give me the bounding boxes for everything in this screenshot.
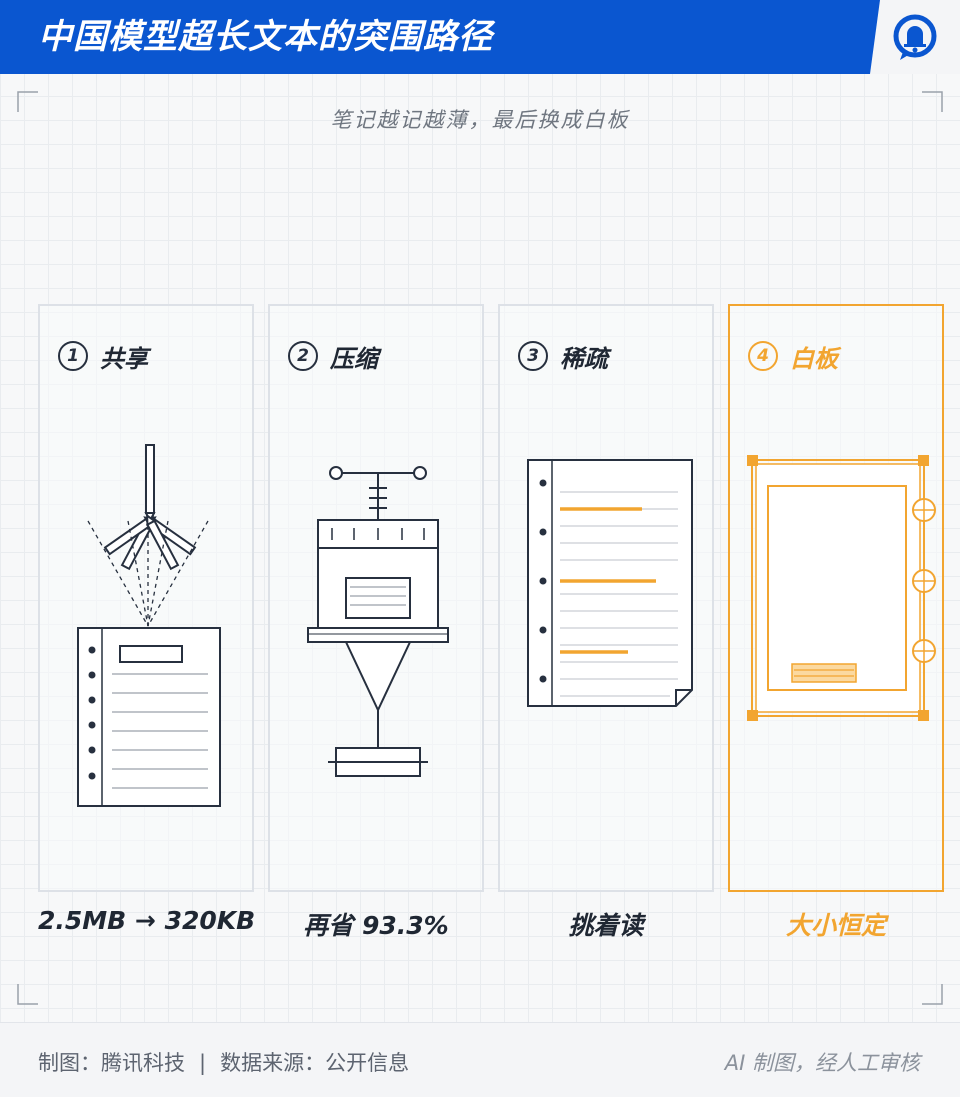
shared-notes-icon <box>77 444 221 807</box>
footer-separator: | <box>199 1051 207 1075</box>
panel-title: 2 压缩 <box>288 336 378 376</box>
compressor-press-icon <box>307 466 449 777</box>
corner-mark-top-left <box>17 91 38 112</box>
source-label: 数据来源： <box>220 1051 326 1075</box>
step-number: 3 <box>518 341 548 371</box>
panel-title: 3 稀疏 <box>518 336 608 376</box>
step-number: 4 <box>748 341 778 371</box>
sparse-document-icon <box>527 459 693 707</box>
panel-compress: 2 压缩 <box>268 304 484 892</box>
subtitle: 笔记越记越薄，最后换成白板 <box>330 108 630 132</box>
step-number: 2 <box>288 341 318 371</box>
source-name: 公开信息 <box>325 1051 410 1075</box>
step-name: 稀疏 <box>560 344 608 373</box>
maker-label: 制图： <box>38 1051 101 1075</box>
footer: 制图：腾讯科技 | 数据来源：公开信息 AI 制图，经人工审核 <box>0 1022 960 1097</box>
step-name: 白板 <box>790 344 838 373</box>
ai-note: AI 制图，经人工审核 <box>724 1051 920 1075</box>
caption-sparse: 挑着读 <box>568 911 644 940</box>
footer-credits: 制图：腾讯科技 | 数据来源：公开信息 <box>38 1047 409 1077</box>
step-number: 1 <box>58 341 88 371</box>
header-bar: 中国模型超长文本的突围路径 <box>0 0 960 74</box>
caption-compress: 再省 93.3% <box>303 911 449 940</box>
step-name: 共享 <box>100 344 148 373</box>
panel-shared: 1 共享 <box>38 304 254 892</box>
panel-title: 1 共享 <box>58 336 148 376</box>
corner-mark-top-right <box>922 91 943 112</box>
step-name: 压缩 <box>330 344 378 373</box>
panel-whiteboard: 4 白板 <box>728 304 944 892</box>
corner-mark-bottom-right <box>922 984 943 1005</box>
panel-sparse: 3 稀疏 <box>498 304 714 892</box>
maker-name: 腾讯科技 <box>101 1051 185 1075</box>
page-title: 中国模型超长文本的突围路径 <box>38 17 493 57</box>
bell-bubble-icon <box>870 0 960 74</box>
corner-mark-bottom-left <box>17 984 38 1005</box>
caption-shared: 2.5MB → 320KB <box>38 906 256 935</box>
panel-title: 4 白板 <box>748 336 838 376</box>
whiteboard-icon <box>747 455 936 721</box>
caption-whiteboard: 大小恒定 <box>785 911 886 940</box>
